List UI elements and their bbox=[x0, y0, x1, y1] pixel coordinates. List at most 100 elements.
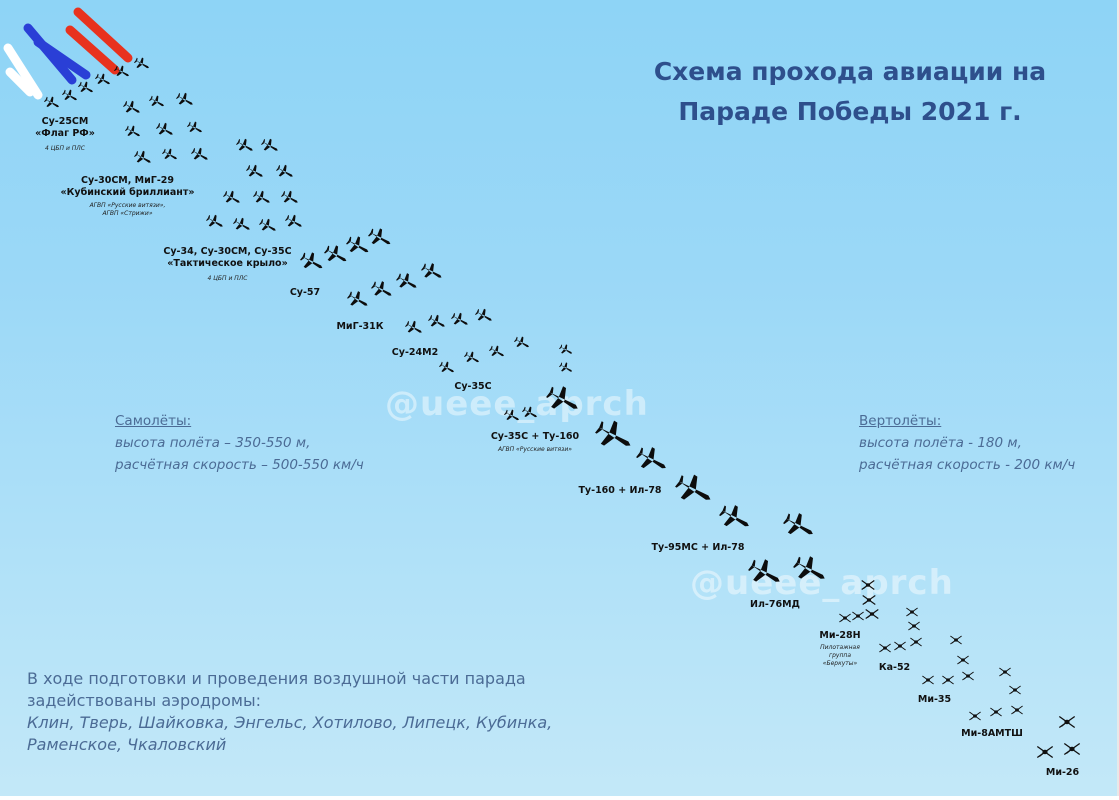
jet-17 bbox=[246, 164, 263, 177]
heli-6 bbox=[908, 621, 920, 631]
jet-6 bbox=[123, 100, 140, 113]
heli-19 bbox=[1011, 705, 1023, 715]
jet-41 bbox=[514, 336, 529, 348]
jet-16 bbox=[261, 138, 278, 151]
jet-21 bbox=[281, 190, 298, 203]
jet-5 bbox=[134, 57, 149, 69]
jet-47 bbox=[595, 420, 631, 446]
flag-stripe-5 bbox=[65, 25, 120, 75]
label-mi8: Ми-8АМТШ bbox=[961, 728, 1023, 739]
jet-49 bbox=[675, 474, 711, 500]
watermark-top: @ueee_aprch bbox=[385, 384, 649, 424]
helicopters-heading: Вертолёты: bbox=[859, 413, 942, 429]
heli-16 bbox=[1009, 685, 1021, 695]
jet-32 bbox=[396, 273, 417, 288]
jet-51 bbox=[783, 513, 813, 535]
jet-29 bbox=[368, 228, 391, 245]
heli-15 bbox=[999, 667, 1011, 677]
page-title: Схема прохода авиации на Параде Победы 2… bbox=[600, 52, 1100, 132]
jet-37 bbox=[475, 308, 492, 321]
helicopters-info: Вертолёты: высота полёта - 180 м, расчёт… bbox=[859, 410, 1075, 476]
jet-2 bbox=[78, 81, 93, 93]
heli-10 bbox=[950, 635, 962, 645]
jet-27 bbox=[324, 245, 347, 262]
helicopters-altitude: высота полёта - 180 м, bbox=[859, 435, 1022, 451]
flag-stripe-0 bbox=[3, 43, 43, 100]
heli-12 bbox=[922, 675, 934, 685]
jet-25 bbox=[285, 214, 302, 227]
jet-15 bbox=[236, 138, 253, 151]
heli-13 bbox=[942, 675, 954, 685]
aircraft-altitude: высота полёта – 350-550 м, bbox=[115, 435, 311, 451]
flag-stripes bbox=[3, 7, 133, 100]
flag-stripe-1 bbox=[5, 67, 35, 97]
jet-24 bbox=[259, 218, 276, 231]
heli-2 bbox=[865, 609, 879, 619]
jet-38 bbox=[439, 361, 454, 373]
label-il76: Ил-76МД bbox=[750, 599, 800, 610]
label-su35: Су-35С bbox=[454, 381, 492, 392]
jet-0 bbox=[44, 96, 59, 108]
heli-5 bbox=[906, 607, 918, 617]
heli-11 bbox=[957, 655, 969, 665]
aircraft-heading: Самолёты: bbox=[115, 413, 192, 429]
jet-12 bbox=[134, 150, 151, 163]
label-ka52: Ка-52 bbox=[878, 662, 911, 673]
jet-18 bbox=[276, 164, 293, 177]
sub-su25: 4 ЦБП и ПЛС bbox=[45, 145, 85, 152]
note-line-4: Раменское, Чкаловский bbox=[27, 735, 227, 754]
label-mi28: Ми-28Н bbox=[819, 630, 861, 641]
jet-28 bbox=[346, 236, 369, 253]
helicopters-speed: расчётная скорость - 200 км/ч bbox=[859, 457, 1076, 473]
jet-45 bbox=[522, 406, 537, 418]
heli-8 bbox=[894, 641, 906, 651]
label-su25: Су-25СМ«Флаг РФ» bbox=[35, 116, 95, 139]
label-su35-tu160: Су-35С + Ту-160 bbox=[490, 431, 580, 442]
jet-42 bbox=[559, 344, 573, 354]
jet-20 bbox=[253, 190, 270, 203]
label-su57: Су-57 bbox=[289, 287, 321, 298]
jet-3 bbox=[95, 73, 110, 85]
jet-52 bbox=[748, 559, 780, 582]
heli-0 bbox=[861, 580, 875, 590]
jet-34 bbox=[405, 320, 422, 333]
flag-stripe-4 bbox=[73, 7, 133, 63]
jet-14 bbox=[191, 147, 208, 160]
jet-9 bbox=[125, 125, 140, 137]
jet-36 bbox=[451, 312, 468, 325]
jet-39 bbox=[464, 351, 479, 363]
label-tu160-il78: Ту-160 + Ил-78 bbox=[578, 485, 662, 496]
jet-1 bbox=[62, 89, 77, 101]
airfields-note: В ходе подготовки и проведения воздушной… bbox=[27, 668, 552, 756]
label-cuban-diamond: Су-30СМ, МиГ-29«Кубинский бриллиант» bbox=[60, 175, 195, 198]
label-su24: Су-24М2 bbox=[391, 347, 439, 358]
label-tactical-wing: Су-34, Су-30СМ, Су-35С«Тактическое крыло… bbox=[163, 246, 292, 269]
aircraft-speed: расчётная скорость – 500-550 км/ч bbox=[115, 457, 364, 473]
jet-30 bbox=[347, 291, 368, 306]
jet-23 bbox=[233, 217, 250, 230]
sub-su35-tu160: АГВП «Русские витязи» bbox=[498, 446, 572, 453]
title-line-2: Параде Победы 2021 г. bbox=[678, 97, 1022, 126]
jet-8 bbox=[176, 92, 193, 105]
jet-40 bbox=[489, 345, 504, 357]
heli-1 bbox=[862, 595, 876, 605]
heli-21 bbox=[1063, 742, 1081, 756]
flag-stripe-3 bbox=[33, 37, 91, 80]
aircraft-info: Самолёты: высота полёта – 350-550 м, рас… bbox=[115, 410, 364, 476]
jet-50 bbox=[719, 505, 749, 527]
label-mig31: МиГ-31К bbox=[336, 321, 384, 332]
jet-33 bbox=[421, 263, 442, 278]
jet-31 bbox=[371, 281, 392, 296]
heli-9 bbox=[910, 637, 922, 647]
note-line-2: задействованы аэродромы: bbox=[27, 691, 261, 710]
jet-53 bbox=[793, 556, 825, 579]
heli-4 bbox=[852, 611, 864, 621]
heli-3 bbox=[839, 613, 851, 623]
heli-20 bbox=[1058, 715, 1076, 729]
heli-17 bbox=[969, 711, 981, 721]
jet-7 bbox=[149, 95, 164, 107]
jet-44 bbox=[504, 409, 519, 421]
